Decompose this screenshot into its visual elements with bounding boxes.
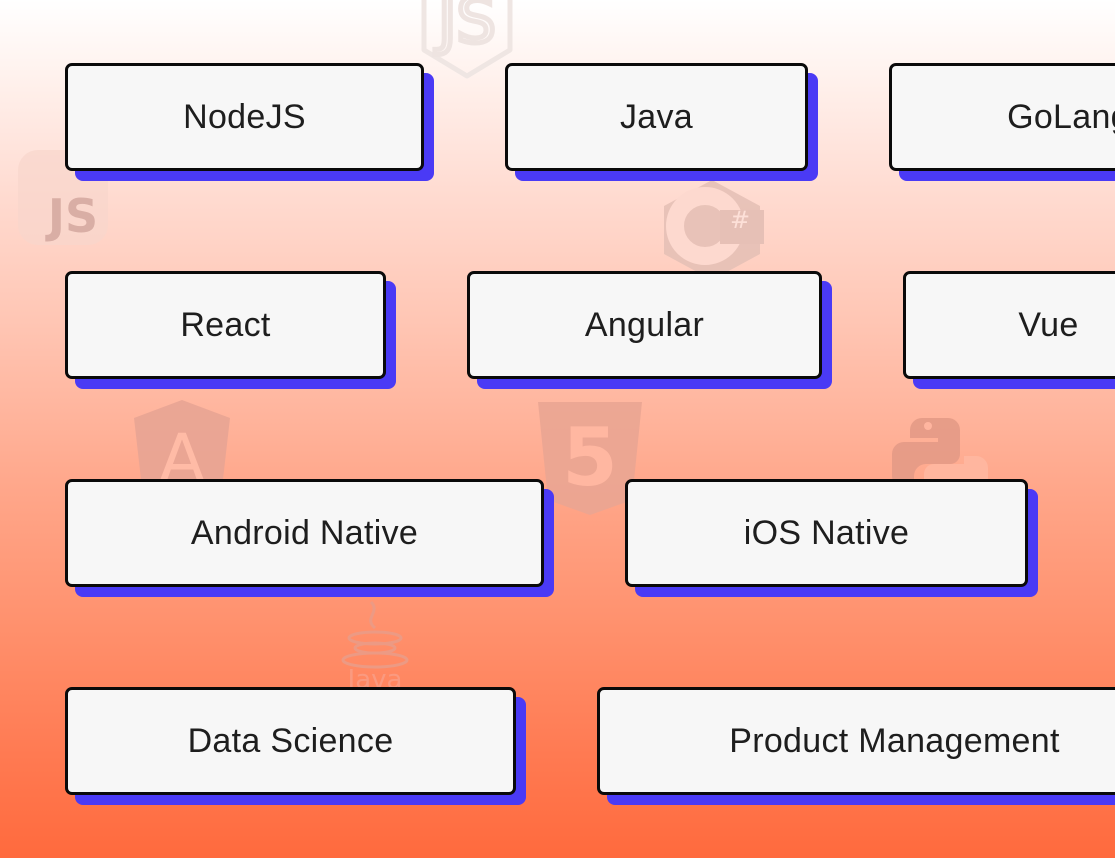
skill-label: NodeJS <box>183 97 306 136</box>
skill-button-react[interactable]: React <box>65 271 386 379</box>
skill-button-java[interactable]: Java <box>505 63 808 171</box>
angular-logo-icon: A <box>132 400 232 499</box>
skill-button-vue[interactable]: Vue <box>903 271 1115 379</box>
svg-text:#: # <box>730 206 750 234</box>
skill-label: Angular <box>584 305 705 344</box>
skill-label: Product Management <box>729 721 1060 760</box>
skill-label: iOS Native <box>743 513 910 552</box>
skill-card-golang[interactable]: GoLang <box>889 63 1115 181</box>
skill-label: Java <box>619 97 694 136</box>
skill-card-nodejs[interactable]: NodeJS <box>65 63 434 181</box>
svg-text:JS: JS <box>434 0 496 57</box>
skill-button-android-native[interactable]: Android Native <box>65 479 544 587</box>
skill-label: React <box>180 305 271 344</box>
skill-card-java[interactable]: Java <box>505 63 818 181</box>
csharp-logo-icon: # <box>660 180 764 280</box>
skill-label: Vue <box>1018 305 1079 344</box>
skill-button-data-science[interactable]: Data Science <box>65 687 516 795</box>
skill-card-ios-native[interactable]: iOS Native <box>625 479 1038 597</box>
skill-label: Android Native <box>190 513 419 552</box>
python-logo-icon <box>892 416 988 488</box>
skill-button-angular[interactable]: Angular <box>467 271 822 379</box>
skill-button-product-management[interactable]: Product Management <box>597 687 1115 795</box>
svg-text:JS: JS <box>45 189 98 243</box>
java-logo-icon: Java <box>335 600 415 695</box>
skill-card-data-science[interactable]: Data Science <box>65 687 526 805</box>
skill-card-android-native[interactable]: Android Native <box>65 479 554 597</box>
skill-card-vue[interactable]: Vue <box>903 271 1115 389</box>
skill-button-golang[interactable]: GoLang <box>889 63 1115 171</box>
skill-label: GoLang <box>1007 97 1115 136</box>
skill-card-angular[interactable]: Angular <box>467 271 832 389</box>
skill-button-ios-native[interactable]: iOS Native <box>625 479 1028 587</box>
svg-text:5: 5 <box>562 411 618 504</box>
skill-button-nodejs[interactable]: NodeJS <box>65 63 424 171</box>
skill-card-react[interactable]: React <box>65 271 396 389</box>
skill-label: Data Science <box>187 721 394 760</box>
skill-card-product-management[interactable]: Product Management <box>597 687 1115 805</box>
